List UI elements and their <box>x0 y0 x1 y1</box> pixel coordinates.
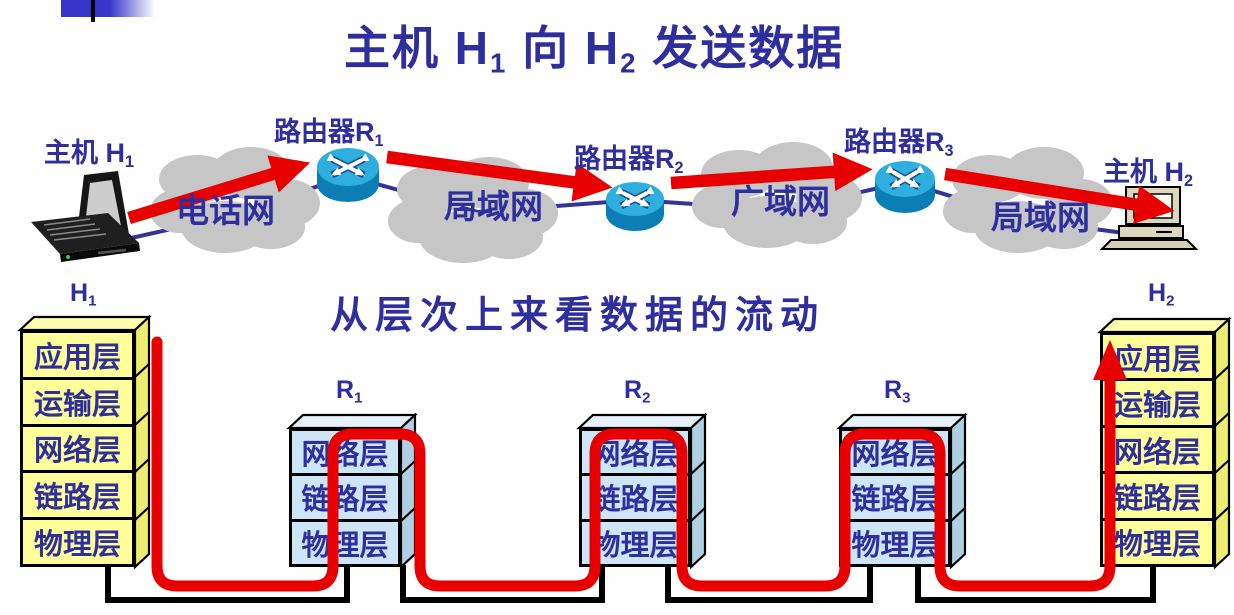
protocol-stack-r2: 网络层 链路层 物理层 <box>579 428 691 567</box>
r1-layer-link: 链路层 <box>292 473 398 519</box>
title-part1: 主机 H <box>344 22 490 74</box>
cloud-label-lan-1: 局域网 <box>444 188 543 225</box>
stack-label-r3-sub: 3 <box>902 389 911 407</box>
cloud-label-telephone: 电话网 <box>176 192 275 229</box>
protocol-stack-r1: 网络层 链路层 物理层 <box>289 428 401 567</box>
stack-label-h1: H1 <box>70 279 96 310</box>
r2-layer-physical: 物理层 <box>582 518 688 564</box>
h1-layer-application: 应用层 <box>23 333 132 377</box>
h2-layer-transport: 运输层 <box>1103 378 1212 425</box>
router3-label-sub: 3 <box>944 141 954 160</box>
r3-layer-network: 网络层 <box>842 431 948 474</box>
h1-layer-physical: 物理层 <box>23 517 132 564</box>
cloud-label-wan: 广域网 <box>731 183 830 220</box>
stack-label-r2-sub: 2 <box>642 389 651 407</box>
title-part3: 发送数据 <box>637 22 845 74</box>
title-sub1: 1 <box>490 47 508 79</box>
red-arrow-3 <box>670 152 873 192</box>
stack-label-r1-text: R <box>336 376 355 404</box>
h1-layer-transport: 运输层 <box>23 376 132 424</box>
slide-title: 主机 H1 向 H2 发送数据 <box>344 12 844 79</box>
stack-3d-h1 <box>17 314 152 570</box>
stack-label-r1-sub: 1 <box>354 389 363 407</box>
title-part2: 向 H <box>507 22 621 74</box>
section-subtitle: 从层次上来看数据的流动 <box>330 295 826 337</box>
red-arrows <box>127 150 1175 224</box>
r1-layer-network: 网络层 <box>292 431 398 474</box>
router2-label-sub: 2 <box>674 158 684 177</box>
r3-layer-physical: 物理层 <box>842 518 948 564</box>
stack-3d-h2 <box>1097 316 1232 570</box>
host2-label: 主机 H2 <box>1103 150 1193 191</box>
router3-label: 路由器R3 <box>844 120 954 161</box>
stack-label-r3-text: R <box>884 376 903 404</box>
stack-label-h1-sub: 1 <box>88 292 97 310</box>
protocol-stack-h2: 应用层 运输层 网络层 链路层 物理层 <box>1100 332 1215 567</box>
host2-label-text: 主机 H <box>1103 157 1184 187</box>
router1-label-sub: 1 <box>374 131 384 150</box>
red-arrow-1 <box>127 155 311 224</box>
r1-layer-physical: 物理层 <box>292 518 398 564</box>
h1-layer-network: 网络层 <box>23 423 132 471</box>
stack-label-h2: H2 <box>1148 279 1174 310</box>
router-icon-3 <box>875 161 935 213</box>
router-icon-1 <box>317 148 379 202</box>
protocol-stack-h1: 应用层 运输层 网络层 链路层 物理层 <box>20 330 135 567</box>
h2-layer-physical: 物理层 <box>1103 517 1212 565</box>
slide-accent-bar <box>61 0 155 17</box>
host1-label-sub: 1 <box>125 152 135 171</box>
red-arrow-2 <box>386 150 613 202</box>
r2-layer-link: 链路层 <box>582 473 688 519</box>
stack-label-h2-text: H <box>1148 279 1167 307</box>
stack-label-r3: R3 <box>884 376 910 407</box>
router-icon-2 <box>606 182 664 231</box>
cloud-label-lan-2: 局域网 <box>991 199 1090 236</box>
host2-label-sub: 2 <box>1184 171 1194 190</box>
cloud-wan <box>692 142 862 248</box>
host1-label: 主机 H1 <box>44 131 134 172</box>
h2-layer-link: 链路层 <box>1103 471 1212 518</box>
stack-label-h1-text: H <box>70 279 89 307</box>
stack-label-r1: R1 <box>336 376 362 407</box>
host1-label-text: 主机 H <box>44 138 125 168</box>
r2-layer-network: 网络层 <box>582 431 688 474</box>
router1-label: 路由器R1 <box>274 110 384 151</box>
h2-layer-application: 应用层 <box>1103 335 1212 379</box>
router1-label-text: 路由器R <box>274 117 375 147</box>
red-arrow-4 <box>944 167 1175 224</box>
stack-label-r2: R2 <box>624 376 650 407</box>
stack-label-r2-text: R <box>624 376 643 404</box>
laptop-icon <box>31 171 140 262</box>
slide-accent-tick <box>91 0 95 22</box>
protocol-stack-r3: 网络层 链路层 物理层 <box>839 428 951 567</box>
router3-label-text: 路由器R <box>844 127 945 157</box>
router2-label: 路由器R2 <box>574 137 684 178</box>
r3-layer-link: 链路层 <box>842 473 948 519</box>
stack-label-h2-sub: 2 <box>1166 292 1175 310</box>
router2-label-text: 路由器R <box>574 144 675 174</box>
title-sub2: 2 <box>620 47 638 79</box>
h2-layer-network: 网络层 <box>1103 424 1212 472</box>
h1-layer-link: 链路层 <box>23 470 132 518</box>
